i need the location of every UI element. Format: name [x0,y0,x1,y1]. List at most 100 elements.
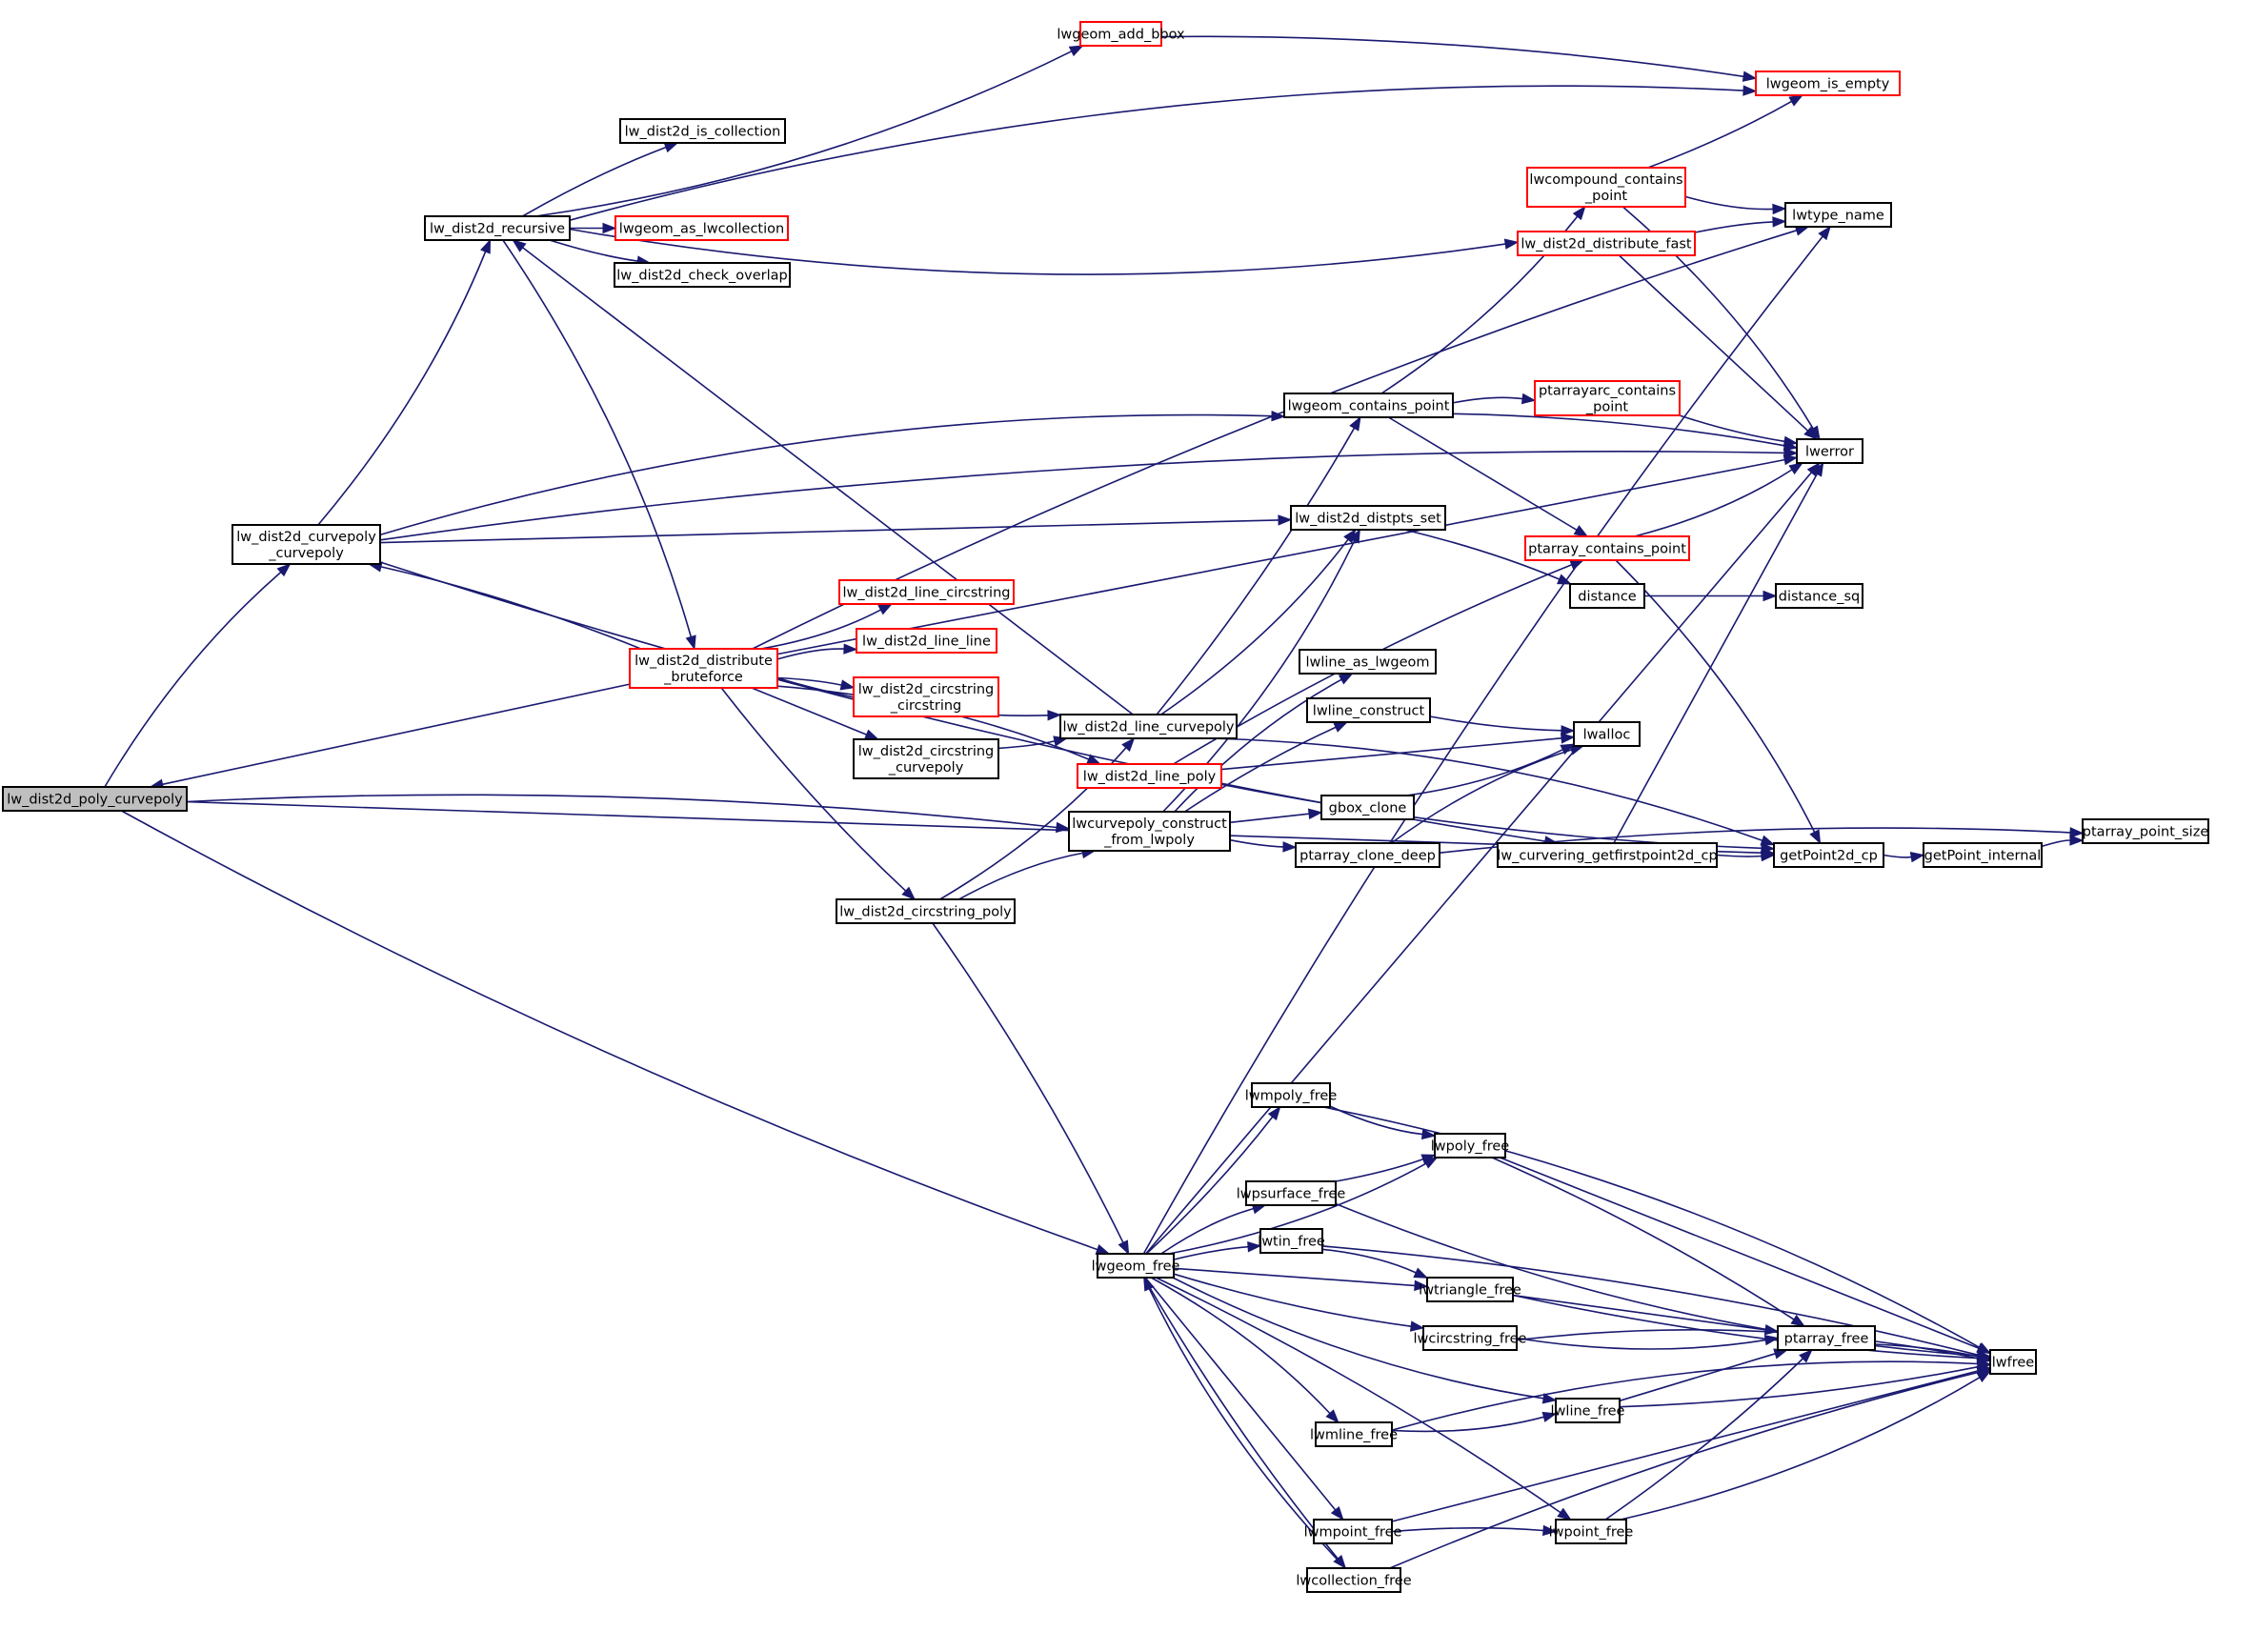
node-poly-free[interactable]: lwpoly_free [1431,1133,1509,1158]
edge-line [1406,749,1563,796]
node-mpoint-free[interactable]: lwmpoint_free [1304,1519,1402,1544]
node-box [1517,231,1696,256]
edges-layer [104,35,2085,1570]
node-lwline-construct[interactable]: lwline_construct [1306,697,1431,723]
arrowhead-icon [1333,721,1349,733]
node-mpoly-free[interactable]: lwmpoly_free [1245,1082,1338,1108]
edge-line-curvepoly-to-recursive [512,239,1134,715]
edge-ptarray-contains-to-getpoint2d [1615,559,1822,845]
arrowhead-icon [1121,736,1136,752]
node-line-circstring[interactable]: lw_dist2d_line_circstring [838,579,1015,605]
edge-line [1679,414,1785,443]
node-box [1259,1228,1323,1254]
node-ptarray-free[interactable]: ptarray_free [1777,1325,1876,1351]
node-compound-contains[interactable]: lwcompound_contains_point [1526,167,1686,208]
node-line-line[interactable]: lw_dist2d_line_line [856,628,997,654]
node-curvepoly-curvepoly[interactable]: lw_dist2d_curvepoly_curvepoly [232,524,381,565]
node-mline-free[interactable]: lwmline_free [1310,1421,1398,1447]
edge-line [1618,254,1809,432]
arrowhead-icon [1420,1128,1437,1140]
node-line-poly[interactable]: lw_dist2d_line_poly [1077,763,1222,789]
node-label: lwmpoly_free [1245,1089,1338,1104]
node-root[interactable]: lw_dist2d_poly_curvepoly [2,786,188,812]
node-check-overlap[interactable]: lw_dist2d_check_overlap [614,262,791,288]
node-as-lwgeom[interactable]: lwline_as_lwgeom [1299,649,1437,675]
node-ptarrayarc[interactable]: ptarrayarc_contains_point [1534,380,1681,416]
edge-line [569,85,1744,221]
node-circ-curvepoly[interactable]: lw_dist2d_circstring_curvepoly [853,738,999,779]
node-label: lwalloc [1583,728,1631,743]
edge-ptarray-contains-to-lwerror [1634,462,1804,537]
node-circ-poly[interactable]: lw_dist2d_circstring_poly [836,898,1016,924]
node-tin-free[interactable]: lwtin_free [1258,1228,1325,1254]
node-lwtype-name[interactable]: lwtype_name [1784,202,1892,228]
node-circstring-free[interactable]: lwcircstring_free [1414,1325,1527,1351]
arrowhead-icon [1806,461,1821,476]
node-label: _point [1584,189,1628,204]
node-collection-free[interactable]: lwcollection_free [1296,1567,1412,1593]
node-clone-deep[interactable]: ptarray_clone_deep [1295,842,1440,868]
node-line-curvepoly[interactable]: lw_dist2d_line_curvepoly [1059,714,1238,739]
node-getfirstpoint[interactable]: lw_curvering_getfirstpoint2d_cp [1497,842,1718,868]
node-label: lwgeom_contains_point [1288,399,1450,414]
arrowhead-icon [1349,415,1361,432]
node-construct[interactable]: lwcurvepoly_construct_from_lwpoly [1068,811,1231,852]
node-label: lw_dist2d_distribute_fast [1521,237,1692,252]
arrowhead-icon [843,643,858,655]
node-is-empty[interactable]: lwgeom_is_empty [1755,71,1901,96]
node-lwalloc[interactable]: lwalloc [1573,721,1641,747]
node-as-lwcollection[interactable]: lwgeom_as_lwcollection [614,215,789,241]
edge-line [1156,427,1356,715]
edge-line [522,247,1134,715]
node-triangle-free[interactable]: lwtriangle_free [1419,1277,1521,1302]
node-is-collection[interactable]: lw_dist2d_is_collection [619,118,786,144]
node-lwfree[interactable]: lwfree [1989,1349,2037,1375]
edge-line [752,230,1798,650]
edge-curvepoly-curvepoly-to-lwerror [379,447,1799,541]
edge-line [379,413,1273,536]
node-bruteforce[interactable]: lw_dist2d_distribute_bruteforce [629,648,778,689]
node-label: ptarrayarc_contains [1539,384,1676,399]
node-box [1784,202,1892,228]
edge-line [1429,715,1562,732]
node-lwerror[interactable]: lwerror [1796,438,1863,464]
node-contains-point[interactable]: lwgeom_contains_point [1283,393,1454,418]
node-ptarray-contains[interactable]: ptarray_contains_point [1524,535,1690,561]
node-label: lw_curvering_getfirstpoint2d_cp [1497,849,1717,864]
node-label: lwcompound_contains [1529,172,1682,188]
edge-lwgeom-free-to-point-free [1156,1277,1572,1521]
node-label: lwpoly_free [1431,1139,1509,1155]
node-point-free[interactable]: lwpoint_free [1549,1519,1634,1544]
edge-ptarrayarc-to-lwerror [1679,414,1799,447]
node-getpoint-internal[interactable]: getPoint_internal [1923,842,2043,868]
node-gbox-clone[interactable]: gbox_clone [1320,795,1415,820]
node-box [1320,795,1415,820]
node-add-bbox[interactable]: lwgeom_add_bbox [1057,21,1185,47]
edge-line [1404,529,1561,580]
node-label: lw_dist2d_curvepoly [236,530,376,545]
edge-lwgeom-free-to-tin-free [1173,1241,1262,1260]
edge-line [1613,473,1819,844]
node-box [1923,842,2043,868]
node-distribute-fast[interactable]: lw_dist2d_distribute_fast [1517,231,1696,256]
node-psurface-free[interactable]: lwpsurface_free [1237,1180,1346,1206]
node-distance-sq[interactable]: distance_sq [1775,583,1863,609]
edge-line [569,228,1506,275]
node-circ-circ[interactable]: lw_dist2d_circstring_circstring [853,676,999,717]
node-box [856,628,997,654]
edge-circ-poly-to-lwgeom-free [932,922,1130,1256]
edge-line [1391,1526,1544,1533]
edge-poly-free-to-lwfree [1500,1157,1992,1354]
node-point-size[interactable]: ptarray_point_size [2082,818,2209,844]
node-getpoint2d[interactable]: getPoint2d_cp [1773,842,1884,868]
node-label: lwpsurface_free [1237,1187,1346,1202]
node-line-free[interactable]: lwline_free [1551,1398,1625,1423]
node-distpts-set[interactable]: lw_dist2d_distpts_set [1290,505,1446,531]
edge-getpoint-internal-to-point-size [2041,835,2085,848]
node-box [614,215,789,241]
node-recursive[interactable]: lw_dist2d_recursive [424,215,571,241]
edge-line [1452,396,1523,404]
node-distance[interactable]: distance [1569,583,1645,609]
edge-line [1168,1162,1427,1255]
node-lwgeom-free[interactable]: lwgeom_free [1092,1253,1180,1279]
